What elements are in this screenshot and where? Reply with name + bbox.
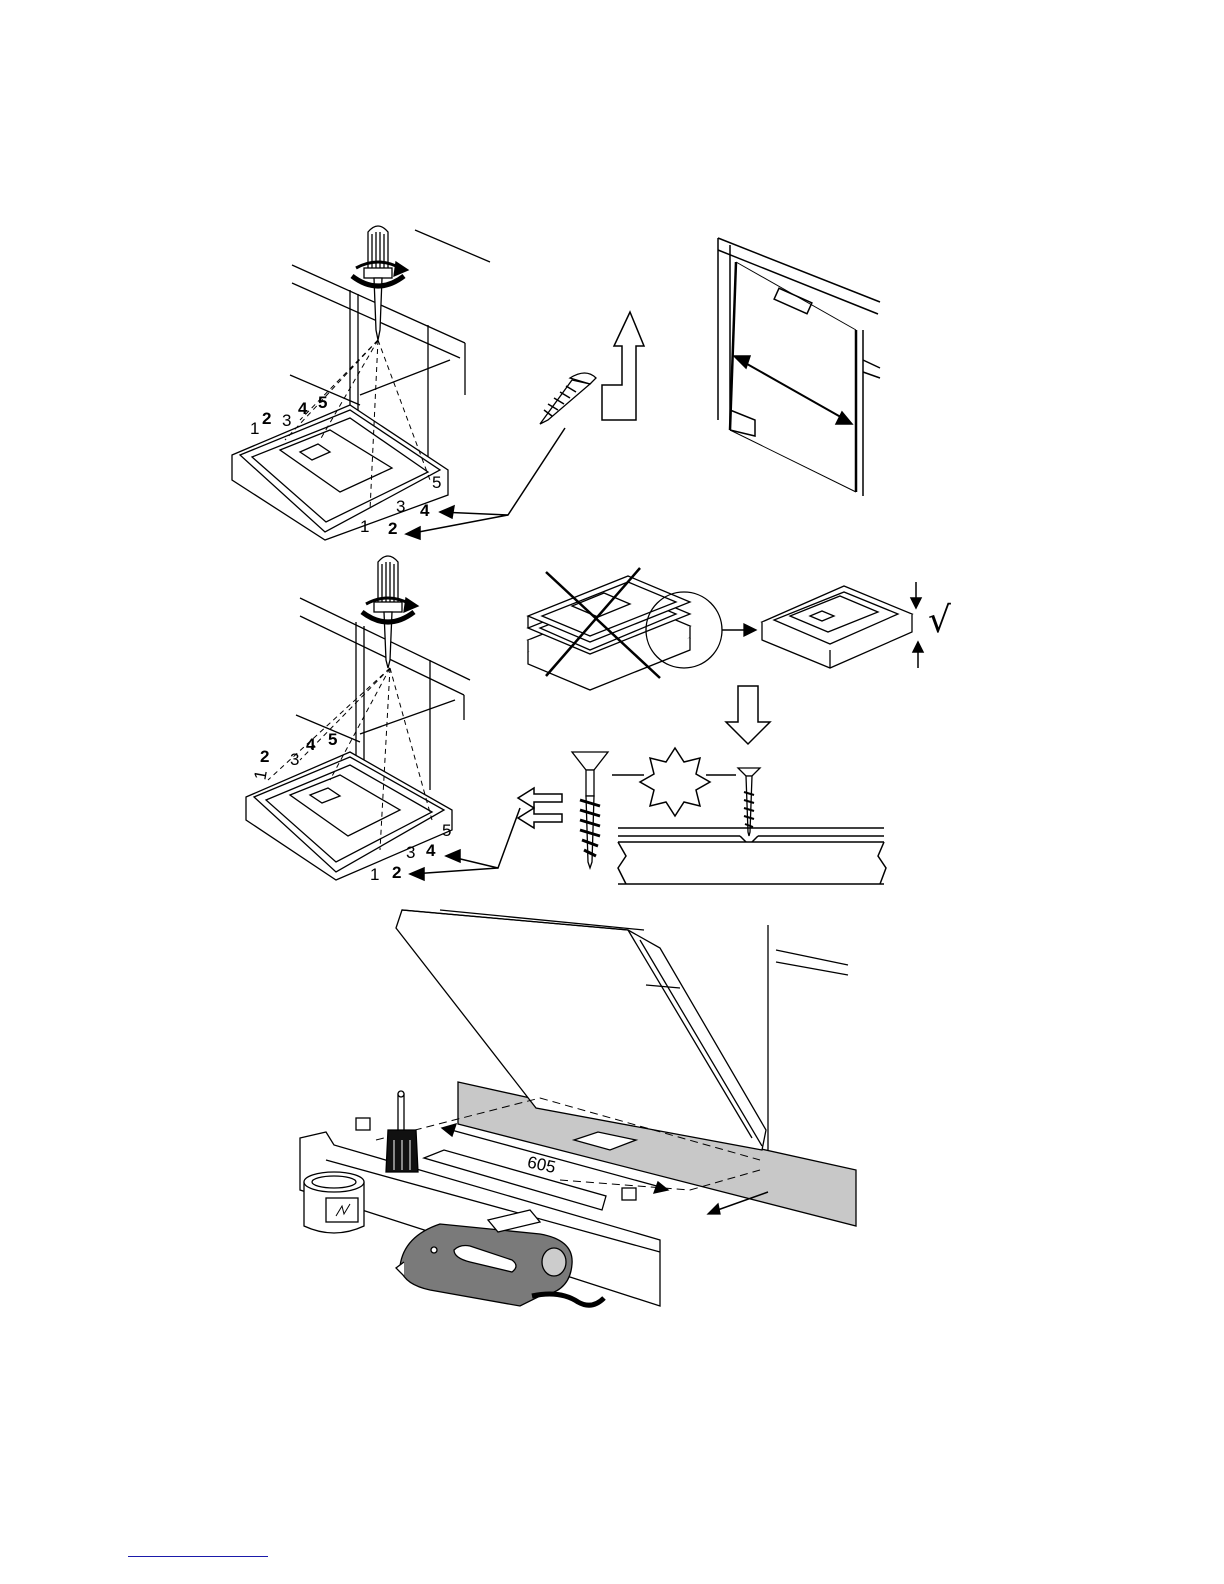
scale-mark: 3: [282, 411, 291, 430]
up-arrow-icon: [602, 312, 644, 420]
figure-screw-selection: [518, 748, 886, 884]
scale-mark: 1: [360, 517, 369, 536]
scale-mark: 2: [260, 747, 269, 766]
scale-mark: 2: [388, 519, 397, 538]
footer-link-underline[interactable]: [128, 1556, 268, 1557]
figure-hinge-adjust-2: [246, 556, 470, 880]
scale-mark: 1: [250, 419, 259, 438]
left-arrow-icon: [518, 788, 562, 808]
dishwasher-door: [396, 910, 766, 1150]
correct-panel: [762, 586, 912, 668]
scale-mark: 4: [420, 501, 430, 520]
scale-mark: 5: [442, 821, 451, 840]
figure-panel-thickness: [528, 568, 923, 690]
left-arrow-icon: [518, 808, 562, 828]
scale-mark: 2: [392, 863, 401, 882]
scale-mark: 5: [432, 473, 441, 492]
wood-screw-icon: [540, 373, 596, 424]
dimension-label: 605: [526, 1153, 558, 1177]
glue-brush-icon: [386, 1091, 418, 1172]
figure-cabinet-opening: [718, 238, 880, 496]
glue-pot-icon: [304, 1172, 364, 1233]
scale-mark: 2: [262, 409, 271, 428]
scale-mark: 4: [426, 841, 436, 860]
scale-mark: 5: [328, 730, 337, 749]
thickness-arrows: [911, 582, 923, 668]
figure-kickplate-cut: [300, 910, 856, 1306]
scale-mark: 1: [370, 865, 379, 884]
scale-mark: 3: [406, 843, 415, 862]
check-mark-icon: √: [928, 600, 951, 641]
octagram-icon: [640, 748, 710, 816]
figure-hinge-adjust-1: [232, 226, 490, 540]
scale-mark: 5: [318, 393, 327, 412]
wrong-panel-stack: [528, 576, 690, 690]
scale-mark: 4: [298, 399, 308, 418]
scale-mark: 4: [306, 735, 316, 754]
small-screw-icon: [738, 768, 760, 836]
scale-mark: 1: [250, 769, 270, 782]
wood-board: [618, 828, 886, 884]
large-screw-icon: [572, 752, 608, 868]
scale-mark: 3: [290, 750, 299, 769]
scale-mark: 3: [396, 497, 405, 516]
down-arrow-icon: [726, 686, 770, 744]
